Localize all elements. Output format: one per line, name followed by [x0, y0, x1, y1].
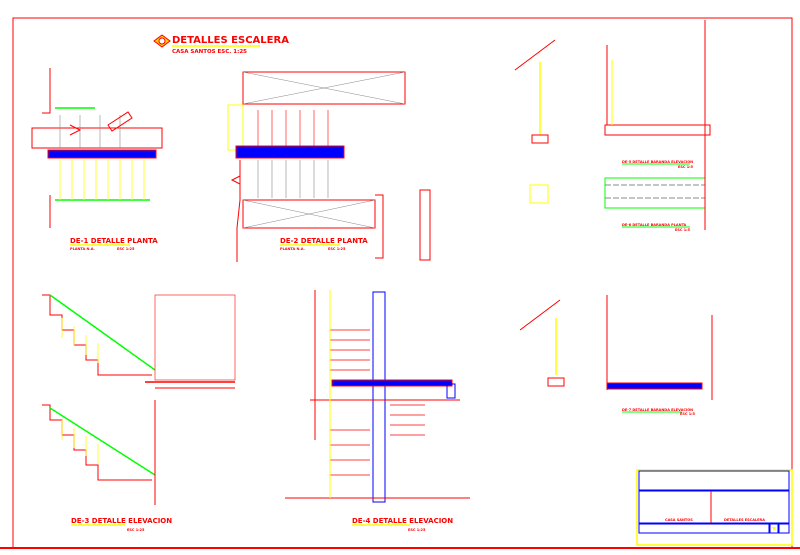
svg-text:ESC 1:25: ESC 1:25 — [117, 247, 135, 251]
svg-text:DE-5 DETALLE BARANDA ELEVACION: DE-5 DETALLE BARANDA ELEVACION — [622, 160, 693, 164]
sheet-title: DETALLES ESCALERA — [172, 35, 289, 46]
detail-de4-elevation — [285, 290, 470, 503]
svg-text:DE-6 DETALLE BARANDA PLANTA: DE-6 DETALLE BARANDA PLANTA — [622, 223, 687, 227]
svg-text:ESC 1:5: ESC 1:5 — [680, 412, 696, 416]
label-de7: DE-7 DETALLE BARANDA ELEVACION ESC 1:5 — [622, 408, 696, 416]
title-block: CASA SANTOS DETALLES ESCALERA — [636, 469, 793, 546]
detail-de3-elevation — [42, 294, 236, 505]
svg-text:ESC 1:5: ESC 1:5 — [678, 165, 694, 169]
label-de1: DE-1 DETALLE PLANTA PLANTA N.A. ESC 1:25 — [70, 237, 158, 251]
svg-text:CASA SANTOS: CASA SANTOS — [665, 518, 693, 522]
svg-text:PLANTA N.A.: PLANTA N.A. — [70, 247, 95, 251]
detail-de5-railing — [514, 39, 711, 144]
detail-de7-railing-elevation — [519, 295, 713, 400]
svg-text:DETALLES ESCALERA: DETALLES ESCALERA — [724, 518, 765, 522]
detail-de1-plan — [31, 68, 163, 228]
svg-text:ESC 1:25: ESC 1:25 — [328, 247, 346, 251]
label-de3: DE-3 DETALLE ELEVACION ESC 1:25 — [71, 517, 172, 532]
svg-text:ESC 1:25: ESC 1:25 — [127, 528, 145, 532]
label-de5: DE-5 DETALLE BARANDA ELEVACION ESC 1:5 — [622, 160, 694, 169]
svg-text:DE-1 DETALLE PLANTA: DE-1 DETALLE PLANTA — [70, 237, 158, 245]
svg-text:DE-2 DETALLE PLANTA: DE-2 DETALLE PLANTA — [280, 237, 368, 245]
label-de6: DE-6 DETALLE BARANDA PLANTA ESC 1:5 — [622, 223, 691, 232]
sheet-title-logo — [153, 34, 171, 48]
sheet-subtitle: CASA SANTOS ESC. 1:25 — [172, 49, 247, 55]
svg-text:DE-7 DETALLE BARANDA ELEVACION: DE-7 DETALLE BARANDA ELEVACION — [622, 408, 693, 412]
svg-text:PLANTA N.A.: PLANTA N.A. — [280, 247, 305, 251]
label-de2: DE-2 DETALLE PLANTA PLANTA N.A. ESC 1:25 — [280, 237, 368, 251]
svg-text:ESC 1:5: ESC 1:5 — [675, 228, 691, 232]
label-de4: DE-4 DETALLE ELEVACION ESC 1:25 — [352, 517, 453, 532]
svg-text:DE-4 DETALLE ELEVACION: DE-4 DETALLE ELEVACION — [352, 517, 453, 525]
svg-text:ESC 1:25: ESC 1:25 — [408, 528, 426, 532]
detail-de2-plan — [227, 71, 431, 262]
svg-text:DE-3 DETALLE ELEVACION: DE-3 DETALLE ELEVACION — [71, 517, 172, 525]
